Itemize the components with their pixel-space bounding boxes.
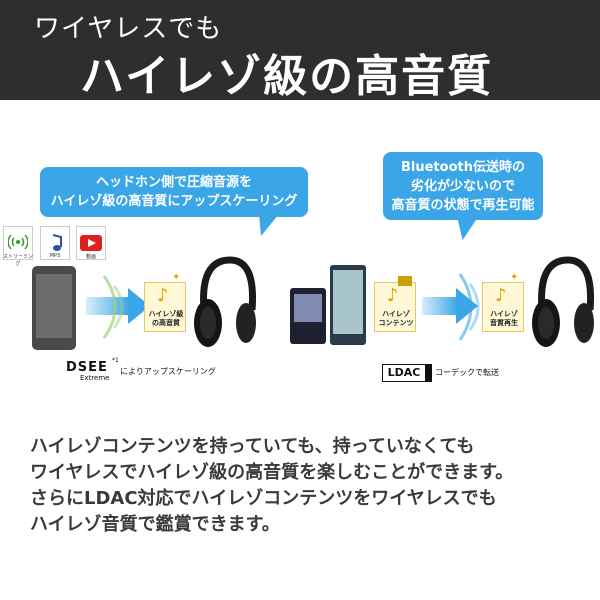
headphones-icon — [194, 256, 257, 347]
right-arrow-head — [456, 288, 478, 324]
hires-content-badge: ♪ ハイレゾ コンテンツ — [374, 282, 416, 332]
hires-playback-text: ハイレゾ 音質再生 — [483, 310, 525, 328]
header-banner: ワイヤレスでも ハイレゾ級の高音質 — [0, 0, 600, 102]
left-bubble-line: ハイレゾ級の高音質にアップスケーリング — [50, 194, 298, 209]
right-speech-bubble: Bluetooth伝送時の 劣化が少ないので 高音質の状態で再生可能 — [383, 152, 543, 220]
sparkle-icon: ✦ — [510, 272, 519, 283]
android-phone-screen — [333, 270, 363, 334]
right-bubble-line: Bluetooth伝送時の — [401, 160, 525, 175]
hires-badge-left: ♪ ハイレゾ級 の高音質 — [144, 282, 186, 332]
walkman-player-icon — [290, 288, 326, 344]
right-arrow-body — [422, 297, 458, 315]
description-paragraph: ハイレゾコンテンツを持っていても、持っていなくても ワイヤレスでハイレゾ級の高音… — [30, 434, 590, 538]
hires-badge-line: の高音質 — [152, 319, 180, 327]
description-line: ワイヤレスでハイレゾ級の高音質を楽しむことができます。 — [30, 462, 514, 483]
music-note-icon: ♪ — [495, 285, 507, 306]
right-bubble-tail — [452, 218, 478, 240]
music-note-icon: ♪ — [387, 285, 399, 306]
header-subtitle: ワイヤレスでも — [34, 14, 223, 44]
left-wave-icon — [102, 275, 124, 339]
hires-logo-icon — [398, 276, 412, 286]
ldac-logo: LDAC — [382, 364, 426, 382]
right-bubble-line: 劣化が少ないので — [410, 179, 515, 194]
hires-content-line: ハイレゾ — [382, 310, 410, 318]
header-title: ハイレゾ級の高音質 — [80, 51, 494, 102]
left-arrow-body — [86, 297, 130, 315]
play-icon — [76, 226, 106, 260]
mp3-label: MP3 — [49, 253, 61, 259]
ldac-logo-tab — [426, 364, 432, 382]
dsee-logo: DSEE — [66, 360, 108, 375]
streaming-icon — [3, 226, 33, 260]
description-line: さらにLDAC対応でハイレゾコンテンツをワイヤレスでも — [30, 488, 497, 509]
music-note-icon — [40, 226, 70, 260]
video-label: 動画 — [85, 254, 96, 260]
android-phone-icon — [330, 265, 366, 345]
left-bubble-tail — [250, 214, 280, 236]
dsee-description: によりアップスケーリング — [120, 367, 216, 376]
right-bubble-line: 高音質の状態で再生可能 — [391, 198, 535, 213]
smartphone-icon — [32, 266, 76, 350]
dsee-extreme-label: Extreme — [80, 374, 110, 382]
hires-playback-badge: ♪ ハイレゾ 音質再生 — [482, 282, 524, 332]
left-bubble-line: ヘッドホン側で圧縮音源を — [95, 175, 252, 190]
streaming-label: ストリーミング — [2, 254, 33, 267]
music-note-icon: ♪ — [157, 285, 169, 306]
description-line: ハイレゾ音質で鑑賞できます。 — [30, 514, 280, 535]
smartphone-screen — [36, 274, 72, 338]
sparkle-icon: ✦ — [172, 272, 181, 283]
hires-playback-line: ハイレゾ — [490, 310, 518, 318]
dsee-footnote-mark: *1 — [112, 357, 119, 364]
left-speech-bubble: ヘッドホン側で圧縮音源を ハイレゾ級の高音質にアップスケーリング — [40, 167, 308, 217]
hires-content-text: ハイレゾ コンテンツ — [375, 310, 417, 328]
headphones-icon — [532, 256, 595, 347]
hires-content-line: コンテンツ — [378, 319, 414, 327]
walkman-screen — [294, 294, 322, 322]
hires-playback-line: 音質再生 — [490, 319, 518, 327]
right-wave-icon — [458, 273, 480, 341]
ldac-description: コーデックで転送 — [435, 368, 499, 377]
hires-badge-line: ハイレゾ級 — [148, 310, 184, 318]
description-line: ハイレゾコンテンツを持っていても、持っていなくても — [30, 436, 475, 457]
hires-badge-text: ハイレゾ級 の高音質 — [145, 310, 187, 328]
